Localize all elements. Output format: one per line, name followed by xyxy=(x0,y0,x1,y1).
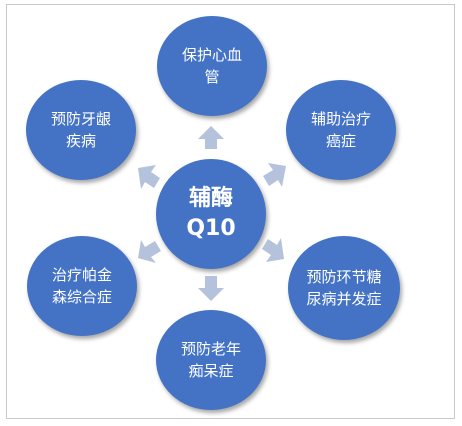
node-bottom-right: 预防环节糖尿病并发症 xyxy=(288,236,400,340)
arrow-lower-right-icon xyxy=(262,238,284,262)
node-top-label: 保护心血管 xyxy=(181,46,242,86)
node-bottom-left-label: 治疗帕金森综合症 xyxy=(51,266,112,306)
arrow-up-icon xyxy=(198,126,224,149)
center-title: 辅酶 xyxy=(188,186,233,211)
node-bottom: 预防老年痴呆症 xyxy=(156,310,266,410)
arrow-down-icon xyxy=(198,276,224,301)
arrow-upper-left-icon xyxy=(138,165,160,189)
node-top-left: 预防牙龈疾病 xyxy=(26,80,136,180)
node-top-left-label: 预防牙龈疾病 xyxy=(50,110,111,150)
center-subtitle: Q10 xyxy=(186,216,236,241)
node-bottom-label: 预防老年痴呆症 xyxy=(180,340,241,380)
node-top: 保护心血管 xyxy=(157,16,267,116)
node-bottom-left: 治疗帕金森综合症 xyxy=(27,236,137,336)
node-top-right-label: 辅助治疗癌症 xyxy=(310,110,371,150)
node-bottom-right-label: 预防环节糖尿病并发症 xyxy=(306,268,382,308)
arrow-upper-right-icon xyxy=(263,163,286,187)
node-top-right: 辅助治疗癌症 xyxy=(286,80,396,180)
arrow-lower-left-icon xyxy=(138,240,161,263)
center-node: 辅酶 Q10 xyxy=(156,159,266,269)
